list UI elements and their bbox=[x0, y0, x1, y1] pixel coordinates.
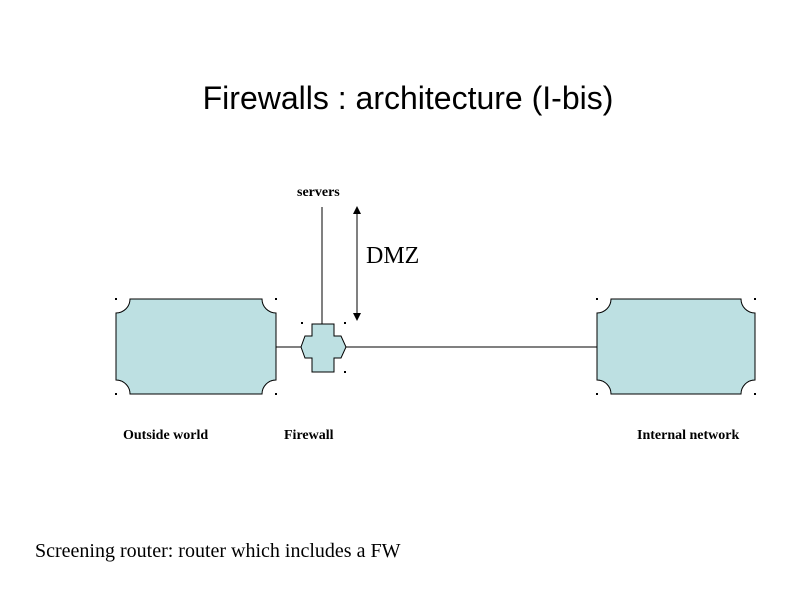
outside-world-shape bbox=[115, 298, 277, 395]
firewall-label: Firewall bbox=[284, 428, 334, 443]
outside-world-label: Outside world bbox=[123, 428, 209, 443]
servers-label: servers bbox=[297, 185, 340, 200]
slide-caption: Screening router: router which includes … bbox=[35, 540, 401, 562]
firewall-icon bbox=[300, 323, 347, 373]
slide-title: Firewalls : architecture (I-bis) bbox=[202, 80, 614, 116]
dmz-label: DMZ bbox=[366, 243, 420, 269]
outside-world-corner-marks bbox=[115, 298, 277, 395]
internal-network-shape bbox=[596, 298, 756, 395]
firewall-corner-marks bbox=[301, 322, 346, 373]
internal-network-corner-marks bbox=[596, 298, 756, 395]
internal-network-label: Internal network bbox=[637, 428, 740, 443]
